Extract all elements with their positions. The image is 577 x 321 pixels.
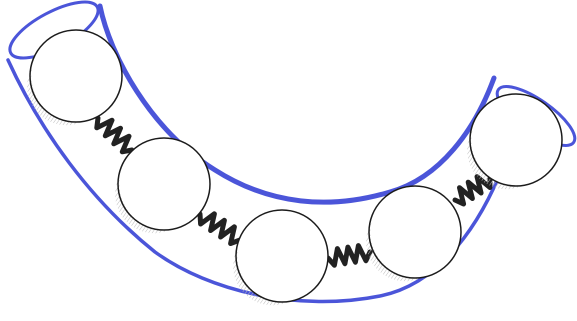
spring	[452, 174, 493, 207]
spring	[325, 243, 373, 268]
ball	[233, 209, 329, 306]
ball	[27, 29, 123, 126]
ball-shading	[115, 174, 171, 234]
spring	[197, 211, 243, 246]
ball	[115, 137, 211, 234]
ball-outline	[235, 209, 329, 303]
ball-outline	[117, 137, 211, 231]
ball-outline	[29, 29, 123, 123]
balls	[27, 29, 563, 306]
ball-body	[470, 94, 562, 186]
ball-shading	[467, 130, 523, 190]
ball	[467, 93, 563, 190]
tube-inner-wall	[97, 3, 497, 205]
springs	[94, 115, 493, 268]
ball-outline	[469, 93, 563, 187]
ball-body	[236, 210, 328, 302]
ball-shading	[27, 66, 83, 126]
ball	[366, 185, 462, 282]
ball-body	[30, 30, 122, 122]
ball-outline	[368, 185, 462, 279]
ball-shading	[233, 246, 289, 306]
spring	[94, 115, 135, 155]
ball-body	[369, 186, 461, 278]
ball-body	[118, 138, 210, 230]
ball-shading	[366, 222, 422, 282]
